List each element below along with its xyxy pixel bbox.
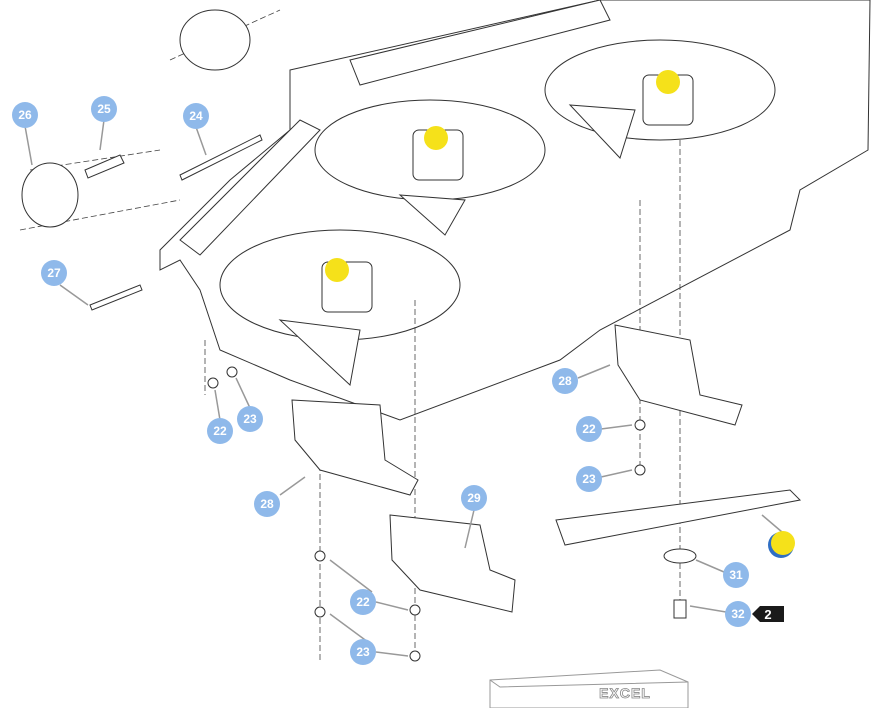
callout-number: 25 (97, 102, 111, 116)
callout-number: 23 (356, 645, 370, 659)
callout-28[interactable]: 28 (552, 368, 578, 394)
hardware (207, 366, 646, 662)
callout-number: 22 (582, 422, 596, 436)
callout-number: 27 (47, 266, 61, 280)
parts (21, 9, 802, 662)
mower-deck-drawing (19, 0, 871, 660)
step-badge: 2 (752, 606, 784, 622)
callout-number: 22 (213, 424, 227, 438)
callout-28[interactable]: 28 (254, 491, 280, 517)
callouts: 26 25 24 27 22 23 28 28 29 22 23 22 23 31 32 (12, 96, 751, 665)
callout-number: 31 (729, 568, 743, 582)
callout-25[interactable]: 25 (91, 96, 117, 122)
step-badge-number: 2 (764, 607, 771, 622)
callout-number: 29 (467, 491, 481, 505)
callout-number: 26 (18, 108, 32, 122)
callout-27[interactable]: 27 (41, 260, 67, 286)
callout-number: 32 (731, 607, 745, 621)
highlight-marker[interactable] (325, 258, 349, 282)
callout-number: 28 (558, 374, 572, 388)
baffle-left (291, 399, 419, 496)
callout-number: 23 (582, 472, 596, 486)
callout-22[interactable]: 22 (207, 418, 233, 444)
callout-number: 23 (243, 412, 257, 426)
highlight-marker[interactable] (771, 531, 795, 555)
callout-arrows (24, 119, 783, 657)
callout-24[interactable]: 24 (183, 103, 209, 129)
baffle-right (614, 324, 743, 426)
callout-26[interactable]: 26 (12, 102, 38, 128)
callout-22[interactable]: 22 (350, 589, 376, 615)
blade (555, 489, 802, 546)
callout-number: 28 (260, 497, 274, 511)
excel-logo-box: EXCEL (489, 669, 689, 708)
callout-22[interactable]: 22 (576, 416, 602, 442)
callout-23[interactable]: 23 (576, 466, 602, 492)
callout-29[interactable]: 29 (461, 485, 487, 511)
highlight-marker[interactable] (656, 70, 680, 94)
callout-23[interactable]: 23 (350, 639, 376, 665)
baffle-center (389, 514, 516, 613)
callout-number: 22 (356, 595, 370, 609)
highlight-marker[interactable] (424, 126, 448, 150)
callout-32[interactable]: 32 (725, 601, 751, 627)
highlight-markers (325, 70, 795, 558)
callout-23[interactable]: 23 (237, 406, 263, 432)
callout-number: 24 (189, 109, 203, 123)
excel-logo: EXCEL (599, 685, 651, 701)
callout-31[interactable]: 31 (723, 562, 749, 588)
